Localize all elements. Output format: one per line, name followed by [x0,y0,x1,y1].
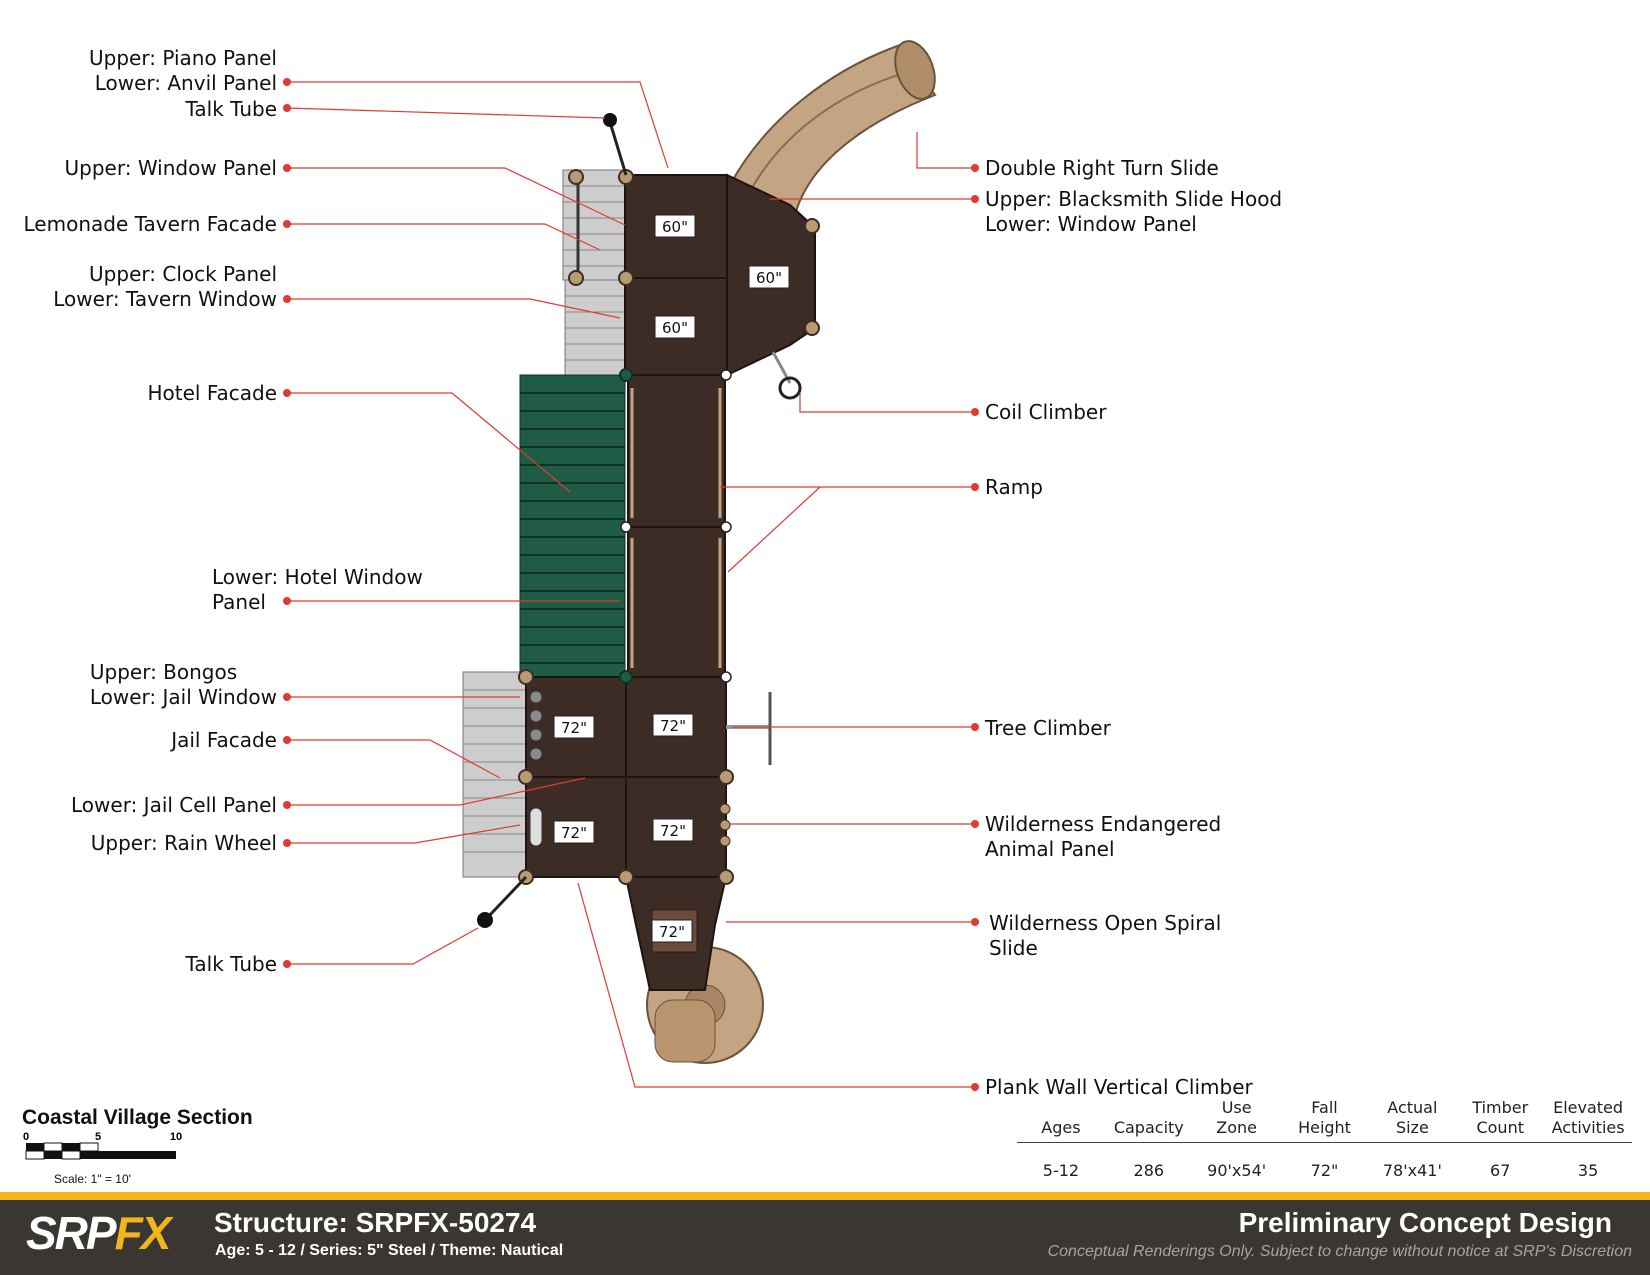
bongos [529,690,543,761]
structure-title: Structure: SRPFX-50274 [214,1207,537,1238]
svg-text:60": 60" [756,269,782,287]
svg-text:5: 5 [95,1131,101,1143]
tag-d5: 72" [652,713,694,737]
tag-d6: 72" [553,820,595,844]
svg-text:72": 72" [660,717,686,735]
svg-text:10: 10 [170,1131,182,1143]
hotel-facade [519,374,626,678]
stats-value-use-zone: 90'x54' [1207,1161,1267,1180]
label-jail-cell: Lower: Jail Cell Panel [71,793,277,817]
posts-green [619,368,633,684]
ramp-lower [627,526,726,678]
label-ramp: Ramp [985,475,1043,499]
scale-text: Scale: 1" = 10' [54,1172,131,1186]
svg-text:72": 72" [561,824,587,842]
stats-value-actual-size: 78'x41' [1382,1161,1442,1180]
svg-text:72": 72" [659,923,685,941]
tag-d3: 60" [654,315,696,339]
lemonade-tavern-facade [562,169,629,281]
label-coil-climber: Coil Climber [985,400,1107,424]
ramp-rails [630,388,722,668]
leader-dots [283,78,979,1091]
talk-tube-top [603,113,628,176]
label-jail-facade: Jail Facade [171,728,277,752]
stats-header-capacity: Capacity [1113,1118,1184,1137]
label-lemonade-facade: Lemonade Tavern Facade [23,212,278,236]
footer-accent-bar [0,1192,1650,1200]
label-hotel-facade: Hotel Facade [147,381,277,405]
label-double-slide: Double Right Turn Slide [985,156,1219,180]
stats-value-fall-height: 72" [1310,1161,1339,1180]
posts [518,169,820,885]
stats-value-timber-count: 67 [1490,1161,1511,1180]
tag-d8: 72" [651,919,693,943]
svg-text:60": 60" [662,218,688,236]
tag-d1: 60" [654,214,696,238]
svg-text:72": 72" [660,822,686,840]
tag-d4: 72" [553,715,595,739]
stats-value-capacity: 286 [1133,1161,1165,1180]
label-rain-wheel: Upper: Rain Wheel [90,831,277,855]
label-window-panel: Upper: Window Panel [64,156,277,180]
tag-d7: 72" [652,818,694,842]
tavern-facade [564,279,629,376]
coil-climber [771,351,802,400]
talk-tube-bottom [477,875,528,928]
preliminary-design-title: Preliminary Concept Design [1238,1207,1612,1238]
tree-climber [726,692,772,765]
leader-lines [286,81,975,1088]
svg-text:60": 60" [662,319,688,337]
svg-text:0: 0 [23,1131,29,1143]
stats-value-elevated-activities: 35 [1577,1161,1599,1180]
srpfx-logo: SRPFX [26,1207,171,1259]
stats-value-ages: 5-12 [1042,1161,1080,1180]
footer-bar [0,1200,1650,1275]
label-plank-wall: Plank Wall Vertical Climber [985,1075,1253,1099]
jail-facade [462,671,527,878]
tag-d2: 60" [748,265,790,289]
structure-subtitle: Age: 5 - 12 / Series: 5" Steel / Theme: … [215,1242,564,1259]
rain-wheel [529,807,543,847]
svg-text:72": 72" [561,719,587,737]
scale-bar: 0 5 10 [23,1131,182,1160]
section-title: Coastal Village Section [22,1106,253,1129]
stats-header-ages: Ages [1041,1118,1081,1137]
double-right-turn-slide [728,40,937,217]
ramp-upper [627,374,726,528]
posts-white [620,369,732,683]
stats-value-row: 5-12 286 90'x54' 72" 78'x41' 67 35 [1017,1143,1632,1181]
disclaimer-text: Conceptual Renderings Only. Subject to c… [1047,1243,1632,1260]
wilderness-animal-panel [719,803,731,847]
label-talk-tube-bottom: Talk Tube [185,952,277,976]
label-talk-tube-top: Talk Tube [185,97,277,121]
label-tree-climber: Tree Climber [985,716,1111,740]
deck-height-tags: 60" 60" 60" 72" 72" 72" 72" 72" [553,214,790,943]
